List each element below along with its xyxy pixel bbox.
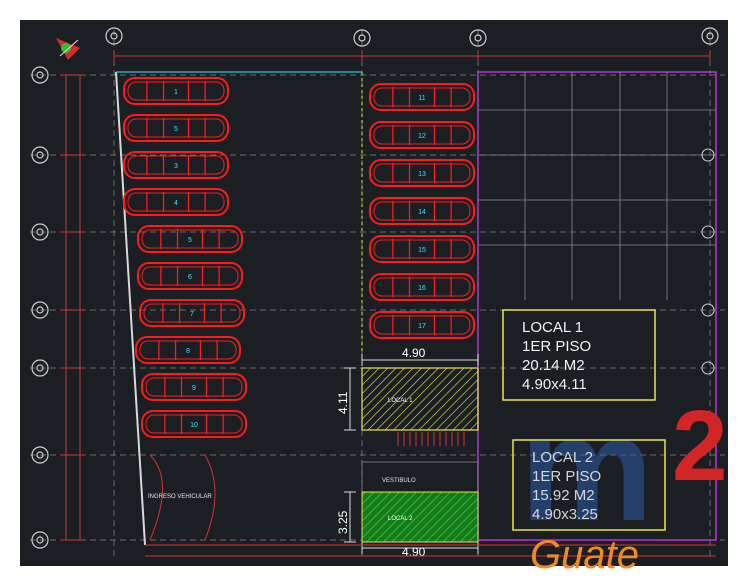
left-dimension-chain [60,74,86,541]
grid-bubbles-top [105,27,719,47]
right-structure-grid [478,72,716,300]
dimension-left-local2 [344,491,356,543]
watermark-2: 2 [672,390,728,502]
parking-car-left-7: 7 [139,299,245,327]
watermark-logo: m 2 Guate [520,384,728,577]
parking-car-right-4: 14 [369,197,475,225]
bottom-boundary [145,544,716,557]
dimension-top-local1 [361,354,479,366]
dimension-top-value: 4.90 [402,346,426,360]
parking-car-right-2: 12 [369,121,475,149]
right-side-marks [701,148,715,375]
parking-car-label: 9 [192,385,196,392]
parking-car-label: 5 [188,237,192,244]
parking-car-label: 11 [418,95,425,102]
local-1-area-text: 20.14 M2 [522,357,585,374]
parking-car-right-1: 11 [369,83,475,111]
drawing-background [20,20,728,566]
local-2-dimensions: 4.90x3.25 [532,506,598,523]
dimension-bottom-local2 [361,542,479,554]
parking-car-left-9: 9 [141,373,247,401]
parking-car-label: 15 [418,247,426,254]
grid-bubbles-left [31,66,49,549]
local-2-info-box [512,439,666,531]
parking-car-label: 13 [418,171,426,178]
parking-car-left-1: 1 [123,77,229,105]
local-2-area [361,491,479,543]
dimension-left-local1-value: 4.11 [336,391,350,414]
parking-car-label: 10 [190,422,198,429]
local-1-info-box [502,309,656,401]
parking-car-right-7: 17 [369,311,475,339]
local-1-title: LOCAL 1 [522,319,583,336]
local-1-dimensions: 4.90x4.11 [522,376,587,393]
local-2-small-label: LOCAL 2 [388,516,413,522]
local-2-floor: 1ER PISO [532,468,601,485]
parking-car-left-6: 6 [137,262,243,290]
parking-car-label: 14 [418,209,426,216]
local-1-floor: 1ER PISO [522,338,591,355]
parking-car-left-3: 3 [123,151,229,179]
parking-car-left-8: 8 [135,336,241,364]
parking-car-label: 16 [418,285,426,292]
parking-car-left-2: 5 [123,114,229,142]
parking-car-left-4: 4 [123,188,229,216]
local-1-area [361,367,479,431]
parking-car-label: 4 [174,200,178,207]
parking-car-label: 1 [174,89,178,96]
dimension-bottom-value: 4.90 [402,545,426,559]
parking-outline [115,71,363,546]
parking-car-label: 8 [186,348,190,355]
ingreso-label: INGRESO VEHICULAR [148,494,212,500]
parking-car-right-5: 15 [369,235,475,263]
stairs [397,432,465,446]
parking-cars-right: 11 12 13 14 15 16 17 [369,83,475,339]
parking-car-label: 17 [418,323,426,330]
parking-car-label: 3 [174,163,178,170]
local-2-area-text: 15.92 M2 [532,487,595,504]
entrance-gate [149,454,216,541]
local-1-small-label: LOCAL 1 [388,398,413,404]
top-dimension-chain [113,50,711,62]
watermark-guate: Guate [530,533,639,577]
parking-car-label: 12 [418,133,426,140]
right-structure [477,71,717,541]
local-2-title: LOCAL 2 [532,449,593,466]
watermark-m: m [520,384,653,552]
dimension-left-local2-value: 3.25 [336,510,350,534]
parking-car-left-10: 10 [141,410,247,438]
parking-car-right-6: 16 [369,273,475,301]
parking-car-label: 6 [188,274,192,281]
parking-car-right-3: 13 [369,159,475,187]
parking-car-left-5: 5 [137,225,243,253]
vestibulo-label: VESTIBULO [382,478,416,484]
parking-cars-left: 1 5 3 4 5 6 7 8 9 10 [123,77,247,438]
north-arrow-icon [56,38,80,60]
dimension-left-local1 [344,367,356,431]
parking-car-label: 7 [190,311,194,318]
parking-car-label: 5 [174,126,178,133]
